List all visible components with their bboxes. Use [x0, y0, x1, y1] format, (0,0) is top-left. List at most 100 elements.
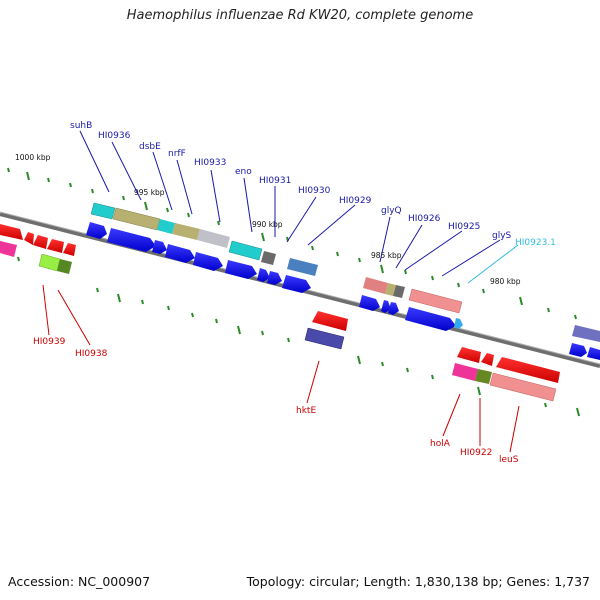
gene-label[interactable]: HI0930	[298, 186, 331, 196]
gene-label[interactable]: HI0939	[33, 337, 66, 347]
tick	[547, 307, 550, 313]
gene-arrow[interactable]	[107, 228, 156, 252]
accession-text: Accession: NC_000907	[8, 574, 151, 589]
gene-label[interactable]: suhB	[70, 121, 92, 131]
gene-leuS-lower[interactable]	[489, 372, 557, 402]
gene-pink[interactable]	[0, 241, 17, 257]
tick	[17, 256, 20, 262]
lower-feature-track	[304, 311, 560, 402]
gene-HI0922[interactable]	[475, 369, 492, 384]
gene-label[interactable]: hktE	[296, 406, 316, 416]
tick	[91, 188, 94, 194]
gene-arrow[interactable]	[381, 300, 391, 313]
tick	[311, 245, 314, 251]
gene-suhB[interactable]	[90, 202, 116, 220]
gene-arrow[interactable]	[267, 271, 282, 285]
tick	[166, 207, 169, 213]
gene-hktE-lower[interactable]	[304, 327, 345, 350]
tick	[477, 386, 481, 396]
tick	[141, 299, 144, 305]
top-gene-labels: suhB HI0936 dsbE nrfF HI0933 eno HI0931 …	[70, 121, 556, 248]
tick	[144, 201, 148, 211]
gene-hktE[interactable]	[312, 311, 348, 331]
scale-label: 990 kbp	[252, 220, 283, 229]
gene-label[interactable]: dsbE	[139, 142, 161, 152]
gene-label[interactable]: HI0925	[448, 222, 480, 232]
gene-arrow[interactable]	[405, 307, 456, 331]
tick	[574, 314, 577, 320]
gene-label-highlight[interactable]: HI0923.1	[515, 238, 556, 248]
gene-leuS[interactable]	[496, 357, 560, 383]
scale-labels: 1000 kbp 995 kbp 990 kbp 985 kbp 980 kbp	[15, 153, 521, 286]
tick	[7, 167, 10, 173]
tick	[261, 330, 264, 336]
gene-label[interactable]: HI0929	[339, 196, 372, 206]
scale-label: 985 kbp	[371, 251, 402, 260]
tick	[457, 282, 460, 288]
tick	[69, 182, 72, 188]
gene-arrow-small[interactable]	[454, 318, 463, 329]
tick	[167, 305, 170, 311]
gene-glyS[interactable]	[408, 288, 463, 314]
gene-label[interactable]: HI0933	[194, 158, 226, 168]
gene-HI0925[interactable]	[393, 285, 405, 298]
gene-arrow[interactable]	[282, 275, 311, 293]
gene-eno[interactable]	[228, 240, 263, 261]
gene-arrow[interactable]	[193, 252, 223, 271]
gene-label[interactable]: glyQ	[381, 206, 402, 216]
gene-arrow-reverse[interactable]	[481, 353, 494, 366]
gene-holA[interactable]	[457, 347, 481, 363]
tick	[576, 407, 580, 417]
gene-arrow-reverse[interactable]	[63, 243, 76, 256]
gene-HI0930[interactable]	[287, 258, 318, 276]
gene-arrow[interactable]	[225, 260, 257, 279]
gene-right-purple[interactable]	[572, 325, 600, 342]
tick	[358, 257, 361, 263]
gene-arrow[interactable]	[587, 347, 600, 360]
gene-HI0936[interactable]	[112, 207, 161, 231]
gene-arrow[interactable]	[569, 343, 587, 357]
gene-label[interactable]: HI0922	[460, 448, 492, 458]
gene-HI0939[interactable]	[38, 253, 61, 272]
gene-label[interactable]: HI0936	[98, 131, 131, 141]
gene-label[interactable]: HI0938	[75, 349, 108, 359]
tick	[381, 361, 384, 367]
gene-HI0933[interactable]	[197, 229, 230, 248]
gene-HI0926[interactable]	[385, 283, 396, 296]
tick	[26, 171, 30, 181]
gene-label[interactable]: HI0931	[259, 176, 291, 186]
gene-glyQ[interactable]	[363, 277, 388, 294]
gene-HI0938[interactable]	[57, 259, 72, 274]
scale-label: 1000 kbp	[15, 153, 51, 162]
gene-arrow[interactable]	[359, 295, 380, 311]
gene-arrow-reverse[interactable]	[47, 239, 64, 253]
tick	[357, 355, 361, 365]
genome-summary-text: Topology: circular; Length: 1,830,138 bp…	[246, 574, 590, 589]
gene-label[interactable]: leuS	[499, 455, 519, 465]
tick	[519, 296, 523, 306]
gene-dsbE[interactable]	[157, 219, 175, 234]
gene-nrfF[interactable]	[172, 223, 200, 240]
gene-arrow[interactable]	[388, 302, 399, 315]
tick	[191, 312, 194, 318]
gene-label[interactable]: eno	[235, 167, 252, 177]
tick	[215, 318, 218, 324]
gene-label[interactable]: HI0926	[408, 214, 441, 224]
gene-arrow[interactable]	[257, 268, 270, 282]
gene-label[interactable]: glyS	[492, 231, 512, 241]
tick	[404, 269, 407, 275]
gene-arrow[interactable]	[165, 244, 195, 263]
gene-label[interactable]: holA	[430, 439, 451, 449]
gene-arrow-reverse[interactable]	[24, 232, 34, 245]
gene-arrow[interactable]	[86, 222, 107, 239]
bottom-gene-labels: HI0939 HI0938 hktE holA HI0922 leuS	[33, 337, 519, 465]
gene-HI0931[interactable]	[261, 251, 276, 265]
gene-arrow-reverse[interactable]	[33, 235, 48, 249]
gene-label[interactable]: nrfF	[168, 149, 186, 159]
highlight-label-connector	[467, 244, 519, 284]
scale-label: 995 kbp	[134, 188, 165, 197]
gene-arrow[interactable]	[152, 240, 167, 254]
gene-holA-lower[interactable]	[452, 363, 478, 381]
gene-arrow-reverse[interactable]	[0, 224, 23, 240]
